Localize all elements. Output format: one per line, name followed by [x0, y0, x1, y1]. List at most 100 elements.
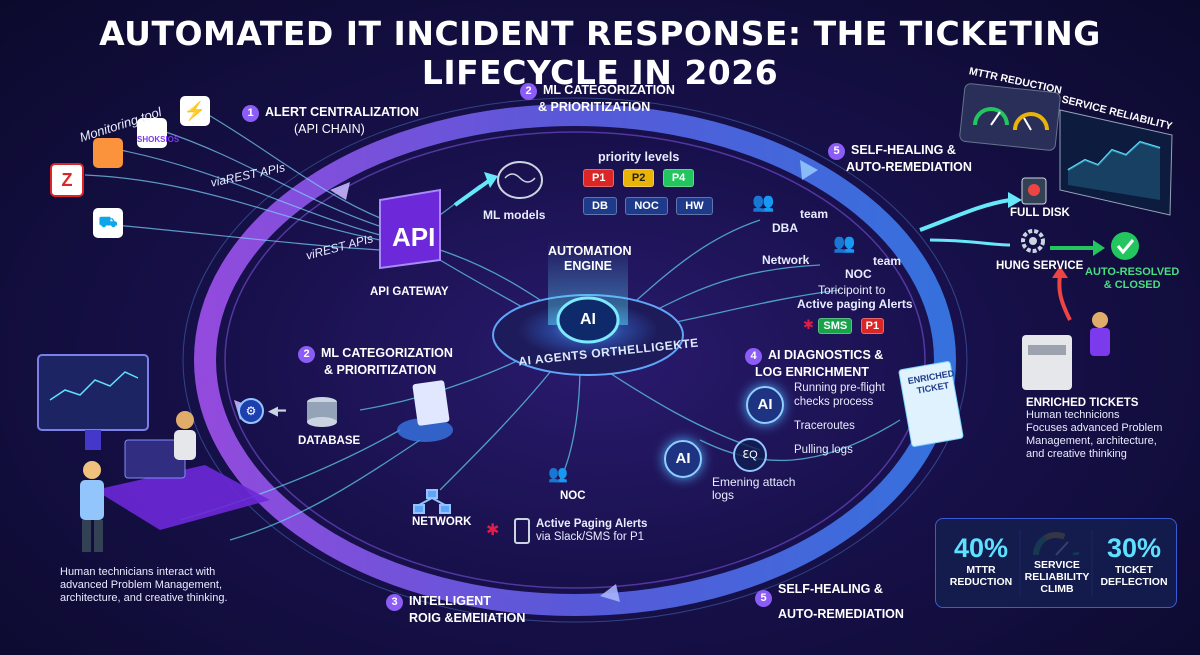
ai-chip-diagnostics: AI: [746, 386, 784, 424]
stat-mttr-label1: MTTR: [966, 564, 996, 576]
priority-tags: P1 P2 P4: [583, 168, 698, 187]
human-text-2: advanced Problem Management,: [60, 579, 223, 591]
zabbix-icon: Z: [50, 163, 84, 197]
priority-tag-p1: P1: [583, 169, 615, 187]
lifecycle-ring: [194, 104, 956, 616]
step-5-bottom-number: 5: [755, 590, 772, 607]
step-1-line2: (API CHAIN): [294, 122, 365, 136]
enriched-desc-2: Focuses advanced Problem: [1026, 422, 1163, 434]
category-tag-noc: NOC: [625, 197, 668, 215]
slack-bottom-icon: ✱: [486, 522, 500, 539]
full-disk-label: FULL DISK: [1010, 207, 1070, 219]
bullet-preflight: Running pre-flight checks process: [794, 382, 885, 408]
engine-core-text: AI: [580, 311, 596, 328]
engine-line1: AUTOMATION: [548, 244, 632, 258]
bullet-pulling-logs: Pulling logs: [794, 444, 853, 456]
auto-resolved-label: AUTO-RESOLVED & CLOSED: [1085, 266, 1179, 292]
attach-logs-line2: logs: [712, 488, 735, 502]
step-4-line2: LOG ENRICHMENT: [755, 365, 869, 379]
step-3-line2: ROIG &EMEIIATION: [409, 611, 526, 625]
priority-tag-p4: P4: [662, 169, 695, 187]
stat-mttr-value: 40%: [953, 533, 1009, 563]
step-2-left-line2: & PRIORITIZATION: [324, 363, 437, 377]
stat-reliability-label1: SERVICE: [1034, 559, 1080, 571]
attach-logs-line1: Emening attach: [712, 475, 796, 489]
paging-bottom-line2: via Slack/SMS for P1: [536, 531, 645, 543]
enriched-desc-1: Human technicions: [1026, 409, 1120, 421]
enriched-tickets-desc: Human technicions Focuses advanced Probl…: [1026, 409, 1162, 461]
hung-service-label: HUNG SERVICE: [996, 260, 1084, 272]
step-3-number: 3: [386, 594, 403, 611]
step-1-number: 1: [242, 105, 259, 122]
arrow-left-icon: ◀━: [268, 403, 286, 418]
noc-bottom-label: NOC: [560, 490, 586, 502]
noc-bottom-icon: 👥: [548, 466, 568, 483]
automation-engine-label: AUTOMATION ENGINE: [548, 244, 632, 274]
paging-bottom-label: Active Paging Alerts via Slack/SMS for P…: [536, 518, 647, 544]
priority-levels-label: priority levels: [598, 150, 680, 164]
noc-route-label: NOC: [845, 267, 872, 281]
sms-tag: SMS: [818, 318, 853, 334]
noc-team-icon: 👥: [833, 233, 856, 253]
monitor-screen: [37, 354, 149, 431]
step-2-left-number: 2: [298, 346, 315, 363]
monitoring-logo-icon: SHOKSIOS: [137, 118, 180, 148]
bullet-traceroutes: Traceroutes: [794, 420, 855, 432]
page-title: AUTOMATED IT INCIDENT RESPONSE: THE TICK…: [99, 14, 1101, 92]
api-gateway-label: API GATEWAY: [370, 286, 449, 298]
human-text-3: architecture, and creative thinking.: [60, 592, 228, 604]
stat-deflection: 30% TICKET DEFLECTION: [1094, 533, 1174, 588]
category-tag-db: DB: [583, 197, 617, 215]
step-2-top-line2: & PRIORITIZATION: [538, 100, 651, 114]
attach-logs-label: Emening attach logs: [712, 476, 795, 502]
step-4-number: 4: [745, 348, 762, 365]
ml-models-label: ML models: [483, 208, 546, 222]
step-2-left-header: 2 ML CATEGORIZATION & PRIORITIZATION: [298, 346, 453, 378]
stat-mttr-label2: REDUCTION: [949, 576, 1013, 588]
auto-resolved-line1: AUTO-RESOLVED: [1085, 266, 1180, 278]
paging-route-line2: Active paging Alerts: [797, 297, 913, 311]
truck-icon: ⛟: [93, 208, 123, 238]
auto-resolved-line2: & CLOSED: [1103, 279, 1161, 291]
slack-icon: ✱: [803, 317, 814, 332]
step-5-bottom-line2: AUTO-REMEDIATION: [778, 607, 904, 621]
step-2-left-line1: ML CATEGORIZATION: [321, 346, 453, 360]
p1-alert-tag: P1: [860, 318, 885, 334]
step-5-bottom-line1: SELF-HEALING &: [778, 582, 883, 596]
step-2-top-line1: ML CATEGORIZATION: [543, 83, 675, 97]
engine-line2: ENGINE: [564, 259, 612, 273]
human-technicians-text: Human technicians interact with advanced…: [60, 566, 228, 605]
stat-reliability-label2: RELIABILITY: [1024, 571, 1090, 583]
category-tag-hw: HW: [676, 197, 713, 215]
dba-team-word: team: [800, 207, 829, 221]
step-5-top-line2: AUTO-REMEDIATION: [846, 160, 972, 174]
stat-deflection-label2: DEFLECTION: [1100, 576, 1168, 588]
paging-channels: ✱ SMS P1: [803, 316, 888, 334]
stat-deflection-label1: TICKET: [1115, 564, 1153, 576]
enriched-desc-3: Management, architecture,: [1026, 435, 1157, 447]
step-5-top-number: 5: [828, 143, 845, 160]
small-logo-text: SHOKSIOS: [137, 135, 180, 144]
network-graph: [413, 489, 451, 514]
stat-reliability: SERVICE RELIABILITY CLIMB: [1022, 559, 1092, 595]
alert-tool-icon: [93, 138, 123, 168]
stat-mttr: 40% MTTR REDUCTION: [942, 533, 1020, 588]
human-text-1: Human technicians interact with: [60, 566, 216, 578]
paging-route-line1: Toricipoint to: [818, 283, 886, 297]
stat-deflection-value: 30%: [1106, 533, 1162, 563]
priority-tag-p2: P2: [622, 169, 655, 187]
diagnostics-bullets: Running pre-flight checks process Tracer…: [782, 381, 892, 457]
enriched-ticket-card: [898, 361, 964, 447]
phone-icon: [514, 518, 530, 544]
category-tags: DB NOC HW: [583, 196, 717, 215]
dba-label: DBA: [772, 221, 798, 235]
enriched-tickets-title: ENRICHED TICKETS: [1026, 397, 1139, 409]
stats-panel: 40% MTTR REDUCTION SERVICE RELIABILITY C…: [935, 518, 1177, 608]
ai-chip-attach: AI: [664, 440, 702, 478]
paging-bottom-line1: Active Paging Alerts: [536, 518, 648, 530]
magnifier-icon: ℇQ: [733, 438, 767, 472]
